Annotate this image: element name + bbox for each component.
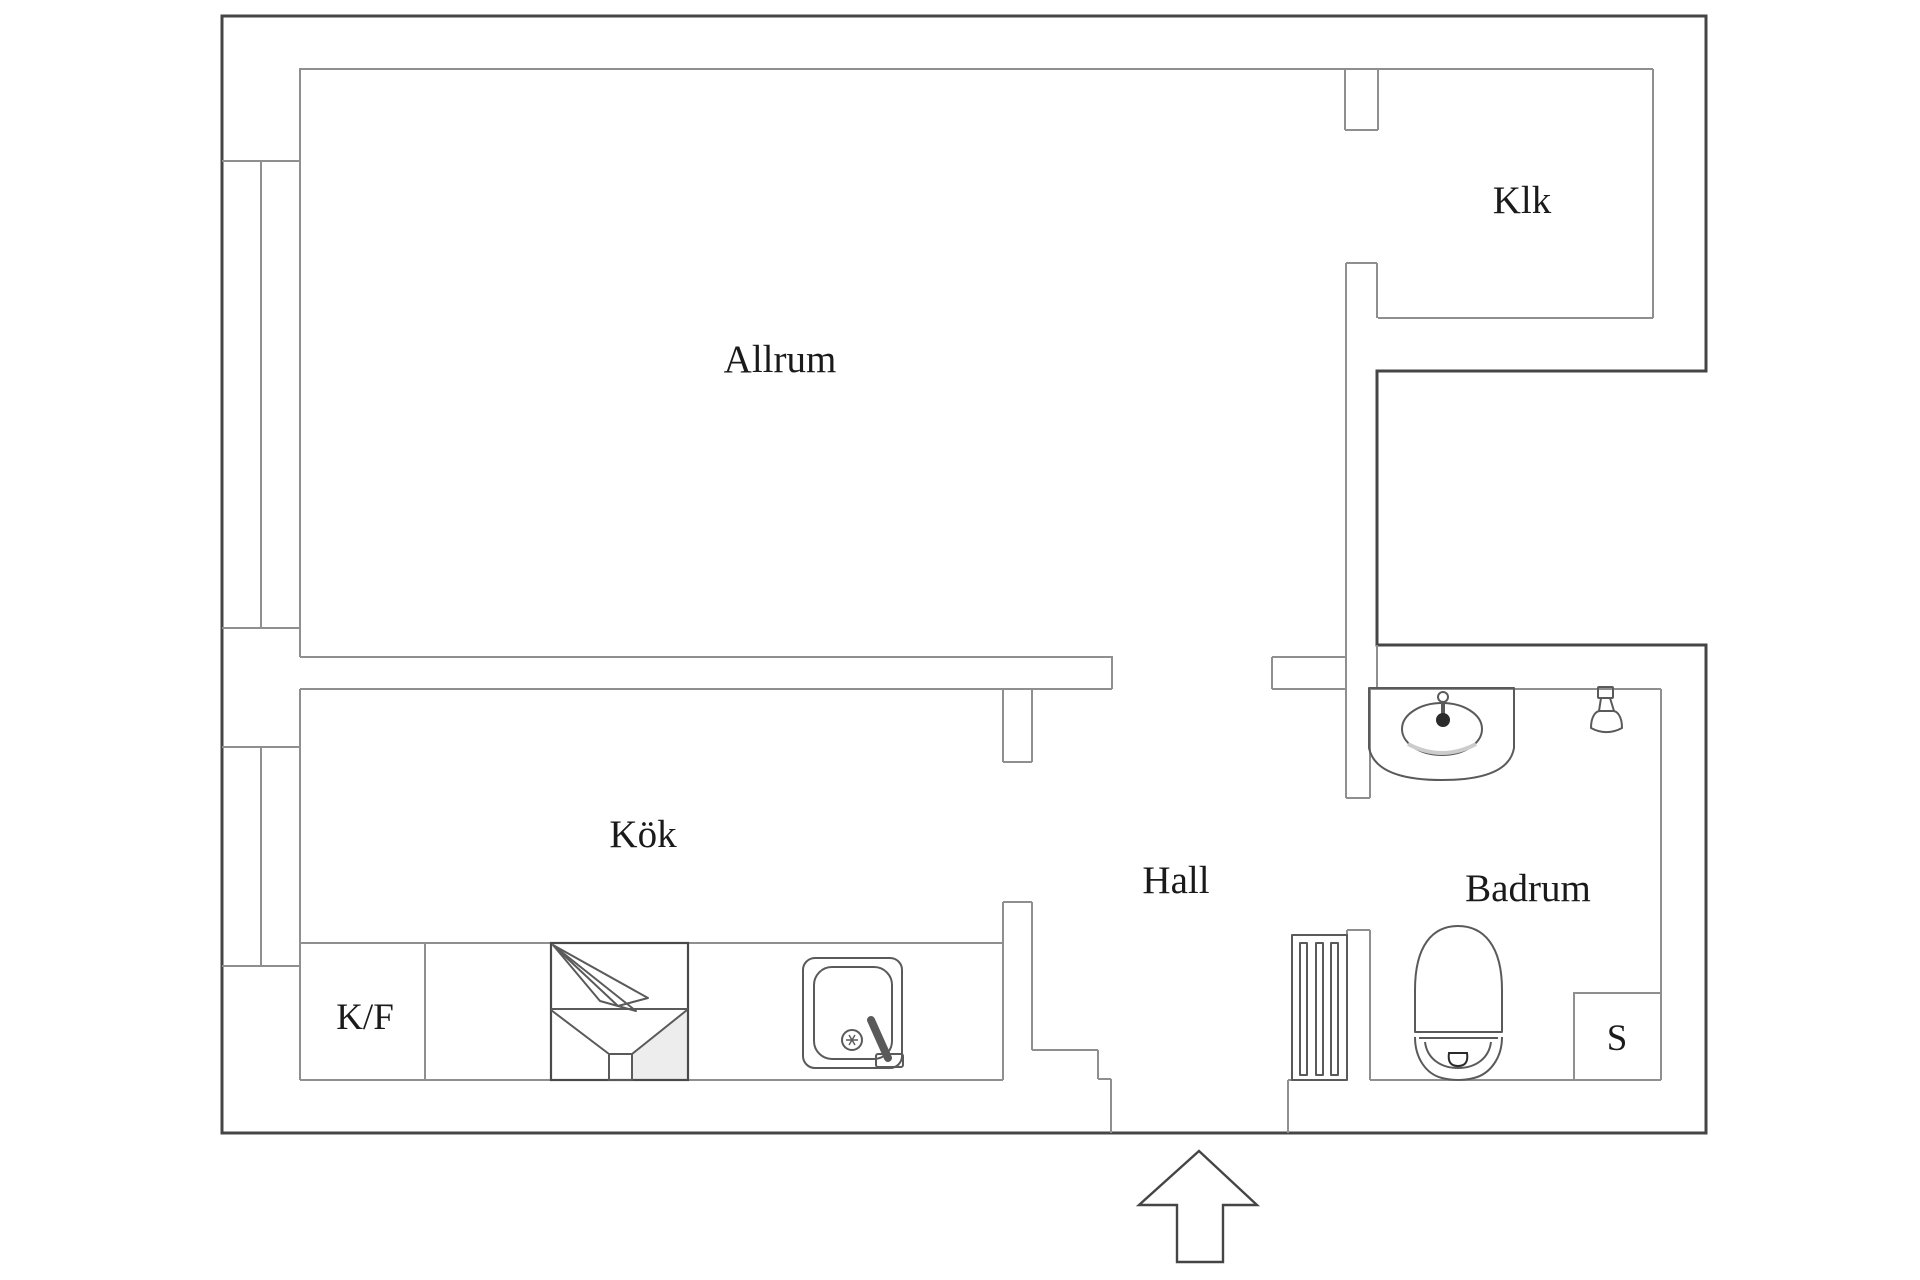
drain-icon	[841, 1029, 863, 1051]
flush-button-icon	[1447, 1052, 1469, 1068]
room-label-hall: Hall	[1142, 859, 1209, 902]
fixture-label-fridge-freezer: K/F	[336, 997, 394, 1038]
radiator-icon	[1291, 934, 1348, 1081]
stove-icon	[549, 941, 690, 1082]
room-label-allrum: Allrum	[724, 338, 837, 381]
kitchen-sink-icon	[802, 957, 904, 1069]
bathroom-sink-icon	[1368, 687, 1515, 781]
room-label-klk: Klk	[1493, 179, 1552, 222]
window-upper	[222, 160, 300, 629]
faucet-lever-icon	[867, 1016, 892, 1062]
outer-wall	[220, 14, 1708, 1135]
room-label-badrum: Badrum	[1465, 867, 1591, 910]
inner-walls	[299, 68, 1662, 1133]
shower-mixer-icon	[1590, 686, 1623, 734]
room-label-kok: Kök	[609, 813, 677, 856]
faucet-handle-icon	[1437, 691, 1449, 703]
stove-shading	[632, 1011, 687, 1079]
entrance-arrow-icon	[1135, 1149, 1261, 1264]
faucet-spout-icon	[1436, 713, 1450, 727]
fixture-label-cleaning-closet: S	[1607, 1018, 1628, 1059]
faucet-base-icon	[875, 1053, 904, 1068]
window-lower	[222, 746, 300, 967]
sink-shadow	[1407, 742, 1477, 755]
cleaning-closet-box	[1573, 992, 1661, 1079]
toilet-icon	[1414, 925, 1503, 1081]
